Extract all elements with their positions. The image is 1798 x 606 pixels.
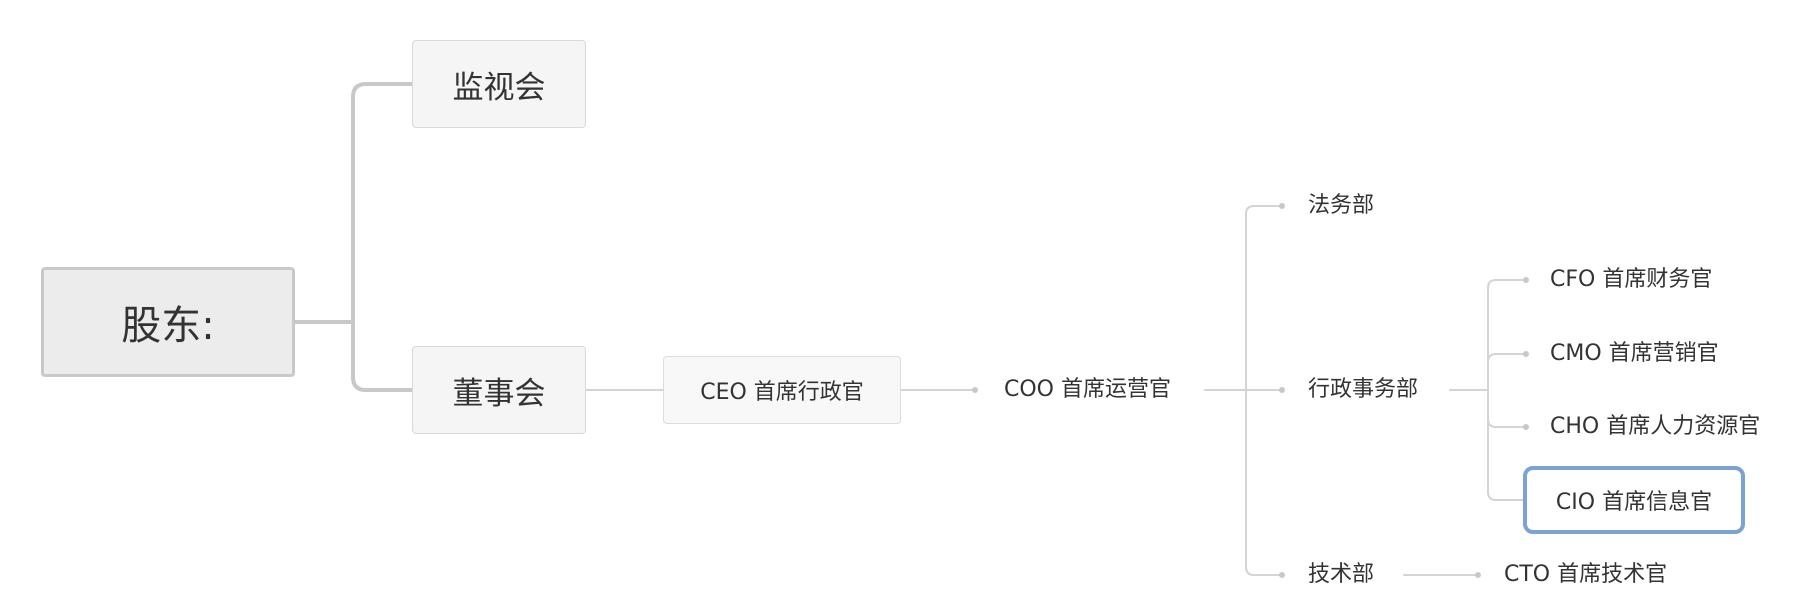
node-label: CIO 首席信息官: [1555, 490, 1713, 515]
node-board-of-directors[interactable]: 董事会: [412, 346, 586, 434]
dot-cfo: [1523, 277, 1529, 283]
line-to-cmo: [1487, 353, 1527, 391]
node-label: 监视会: [452, 69, 546, 106]
dot-cmo: [1523, 351, 1529, 357]
node-coo[interactable]: COO 首席运营官: [1004, 377, 1171, 402]
node-tech-dept[interactable]: 技术部: [1308, 562, 1375, 587]
node-legal-dept[interactable]: 法务部: [1308, 193, 1375, 218]
node-cho[interactable]: CHO 首席人力资源官: [1550, 414, 1761, 439]
node-supervisory-board[interactable]: 监视会: [412, 40, 586, 128]
line-to-tech-dept: [1245, 389, 1283, 576]
node-admin-dept[interactable]: 行政事务部: [1308, 377, 1419, 402]
node-cto[interactable]: CTO 首席技术官: [1504, 562, 1668, 587]
line-to-cfo: [1487, 279, 1527, 391]
node-label: 董事会: [452, 375, 546, 412]
line-to-legal-dept: [1245, 205, 1283, 391]
dot-tech-dept: [1279, 572, 1285, 578]
line-to-board-of-directors: [351, 320, 414, 392]
node-cio-selected[interactable]: CIO 首席信息官: [1523, 466, 1745, 534]
line-to-cio: [1487, 389, 1527, 501]
dot-legal-dept: [1279, 203, 1285, 209]
node-label: CEO 首席行政官: [700, 380, 864, 405]
line-to-supervisory-board: [351, 82, 414, 324]
line-to-cho: [1487, 389, 1527, 428]
node-label: 股东:: [121, 303, 215, 349]
dot-cto: [1475, 572, 1481, 578]
node-ceo[interactable]: CEO 首席行政官: [663, 356, 901, 424]
node-root-shareholders[interactable]: 股东:: [41, 267, 295, 377]
dot-cho: [1523, 424, 1529, 430]
node-cmo[interactable]: CMO 首席营销官: [1550, 341, 1719, 366]
node-cfo[interactable]: CFO 首席财务官: [1550, 267, 1713, 292]
dot-coo: [972, 387, 978, 393]
dot-admin-dept: [1279, 387, 1285, 393]
